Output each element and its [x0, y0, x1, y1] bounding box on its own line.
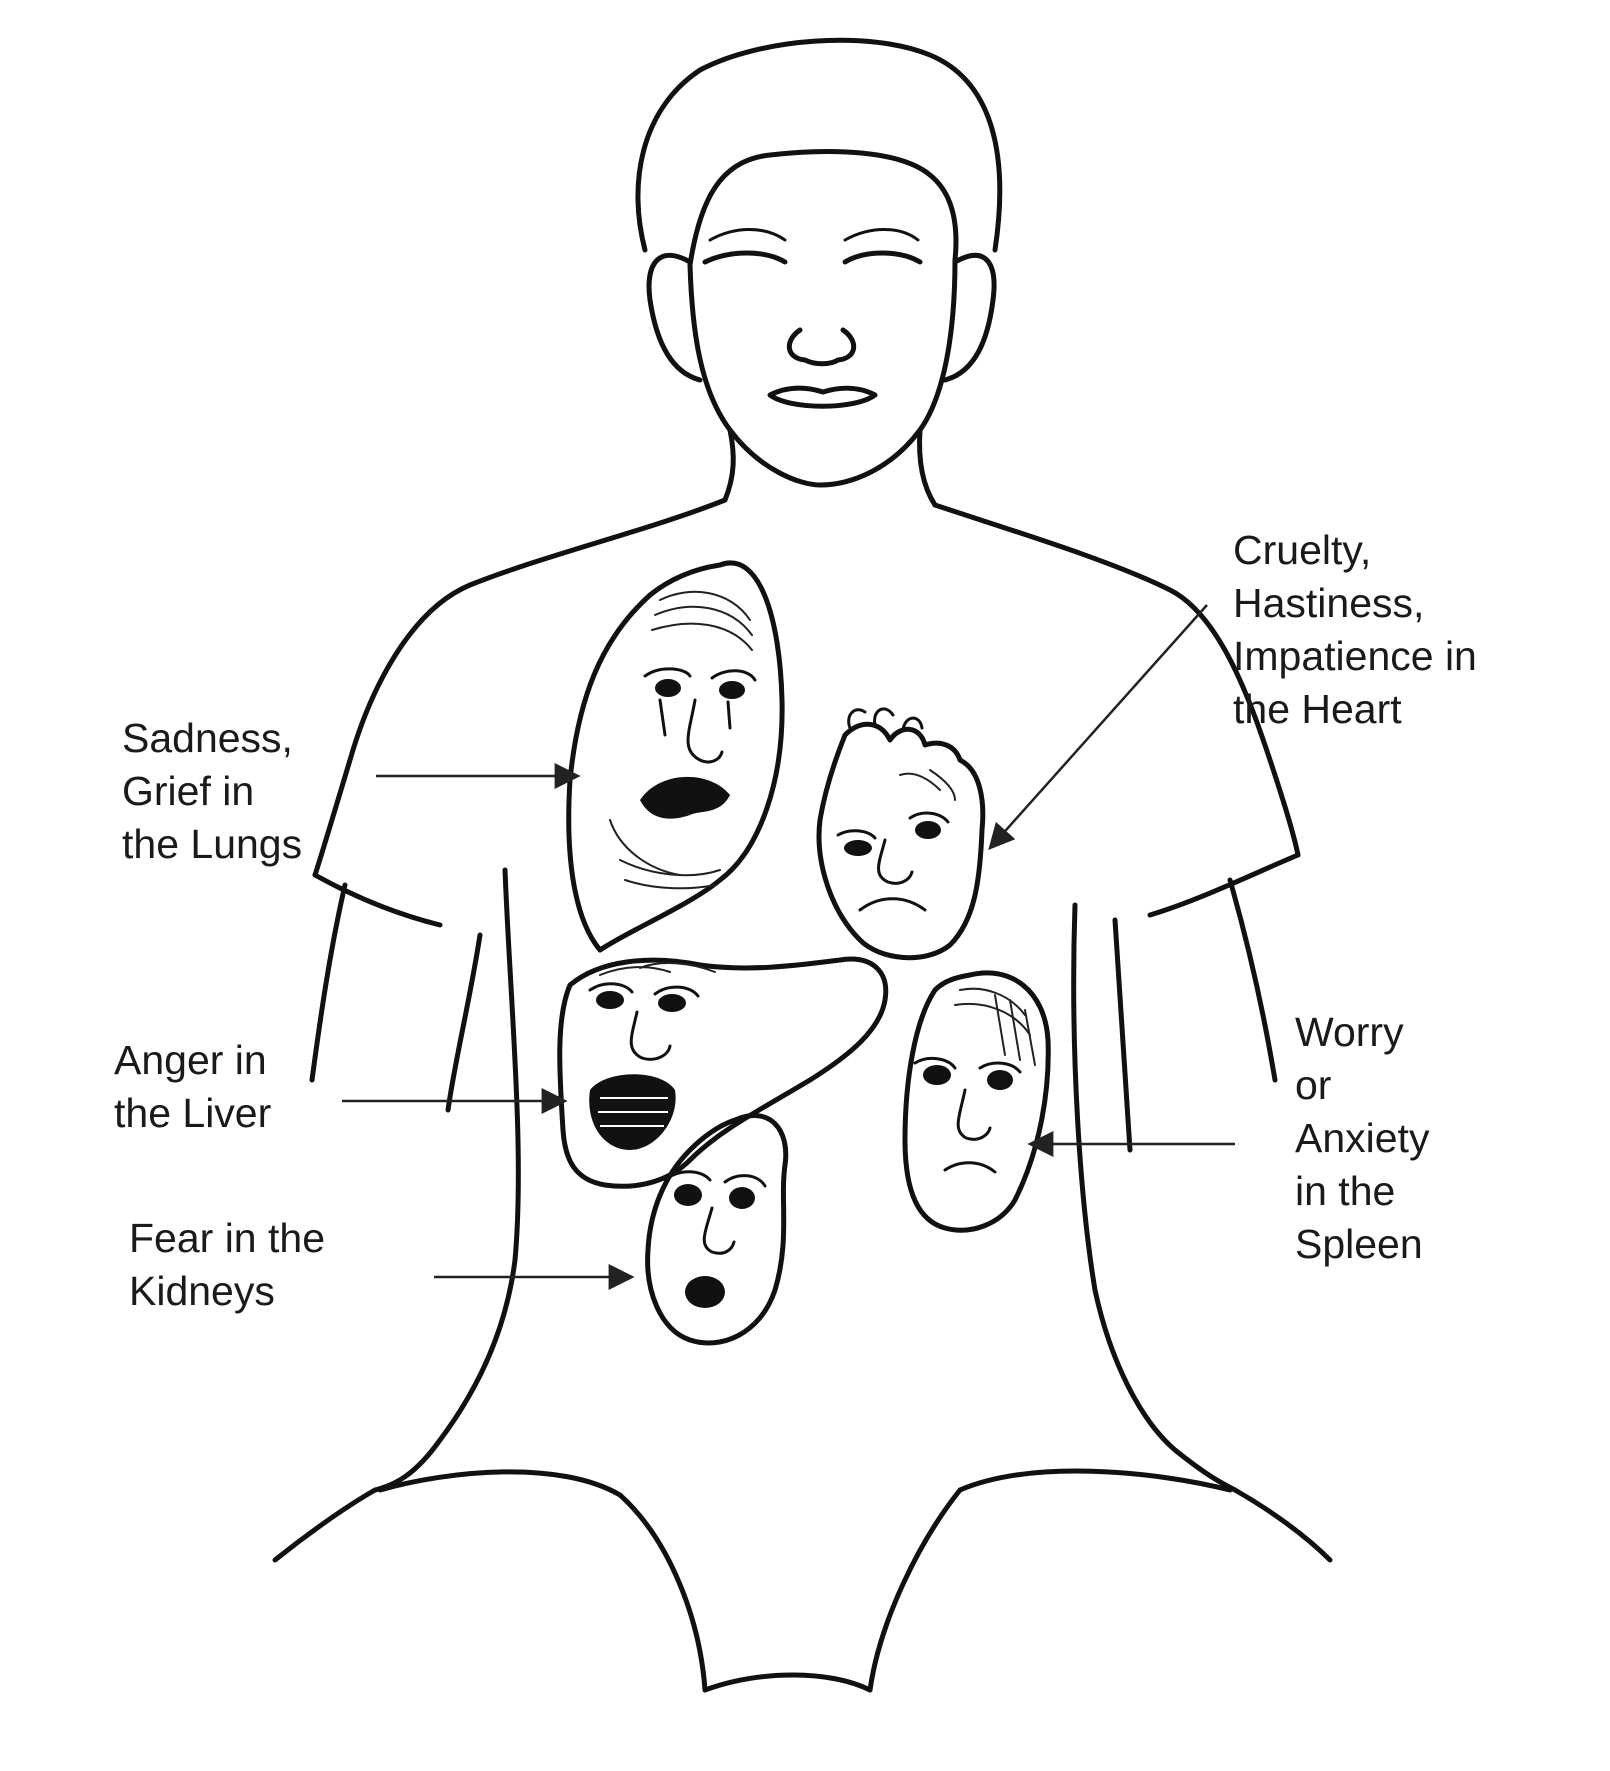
spleen-label-line: Anxiety [1295, 1115, 1430, 1161]
kidneys-label-line: Kidneys [129, 1268, 275, 1314]
spleen-organ [902, 970, 1051, 1233]
head-outline [635, 37, 1003, 508]
lungs-organ [566, 560, 785, 953]
lungs-label-line: Grief in [122, 768, 255, 814]
liver-organ [557, 956, 889, 1189]
heart-organ [816, 707, 986, 961]
liver-label-line: Anger in [114, 1037, 267, 1083]
liver-label: Anger in the Liver [114, 1034, 271, 1140]
spleen-label-line: Worry [1295, 1009, 1404, 1055]
spleen-label-line: Spleen [1295, 1221, 1423, 1267]
heart-label-line: the Heart [1233, 686, 1402, 732]
heart-label-line: Hastiness, [1233, 580, 1425, 626]
heart-arrow [988, 604, 1208, 850]
spleen-label-line: or [1295, 1062, 1332, 1108]
heart-label-line: Impatience in [1233, 633, 1477, 679]
heart-label-line: Cruelty, [1233, 527, 1372, 573]
lungs-label-line: Sadness, [122, 715, 293, 761]
torso-outline [272, 497, 1333, 1693]
lungs-label-line: the Lungs [122, 821, 303, 867]
spleen-label-line: in the [1295, 1168, 1396, 1214]
heart-label: Cruelty, Hastiness, Impatience in the He… [1233, 524, 1477, 736]
kidneys-label-line: Fear in the [129, 1215, 325, 1261]
kidneys-label: Fear in the Kidneys [129, 1212, 325, 1318]
liver-label-line: the Liver [114, 1090, 272, 1136]
spleen-label: Worry or Anxiety in the Spleen [1295, 1006, 1429, 1271]
face-features [702, 228, 923, 409]
kidney-organ [645, 1113, 789, 1346]
lungs-label: Sadness, Grief in the Lungs [122, 712, 302, 871]
